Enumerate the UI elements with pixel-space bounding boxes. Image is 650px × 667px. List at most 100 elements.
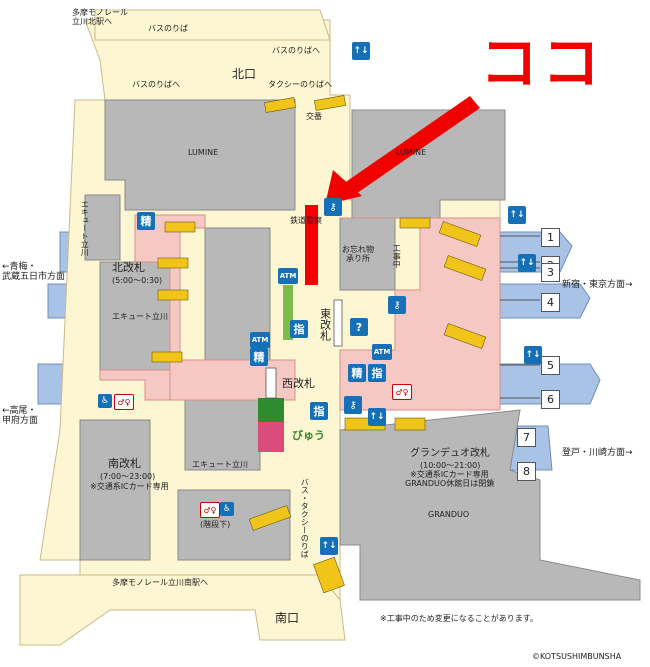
lumine-left-building: [104, 99, 296, 211]
green-shop: [258, 398, 284, 422]
platform-number-5: 5: [541, 356, 560, 375]
here-marker-bar: [305, 205, 318, 285]
ticket-gates: [265, 299, 343, 399]
north-walkway: [94, 9, 331, 41]
north-gate-name: 北改札: [112, 261, 145, 274]
railway-police-label: 鉄道警察: [290, 216, 322, 225]
shitei-icon-2: 指: [368, 364, 386, 382]
south-gate-name: 南改札: [108, 457, 141, 470]
seisan-icon-3: 精: [348, 364, 366, 382]
footer-note: ※工事中のため変更になることがあります。: [380, 614, 538, 623]
escalator-1: [264, 97, 296, 113]
ecute-label-3: エキュート立川: [192, 460, 248, 469]
granduo-gate-hours: (10:00〜21:00): [420, 461, 481, 470]
granduo-label: GRANDUO: [428, 510, 470, 519]
escalators: [151, 95, 487, 594]
here-arrow: [325, 96, 480, 205]
elevator-icon-north: ↑↓: [352, 42, 370, 60]
south-gate-hours: (7:00〜23:00): [100, 472, 156, 481]
granduo-gate-note2: GRANDUO休館日は閉鎖: [405, 479, 495, 488]
direction-shinjuku-label: 新宿・東京方面→: [562, 280, 633, 290]
north-exit-label: 北口: [232, 67, 257, 81]
ecute-label-2: エキュート立川: [112, 312, 168, 321]
west-gate-name: 西改札: [282, 377, 315, 390]
escalator-14: [313, 556, 345, 594]
escalator-13: [248, 505, 292, 531]
footer-copyright: ©KOTSUSHIMBUNSHA: [532, 652, 622, 661]
south-gate-note: ※交通系ICカード専用: [90, 482, 169, 491]
escalator-7: [399, 217, 431, 229]
pink-shop: [258, 422, 284, 452]
platform-number-8: 8: [517, 462, 536, 481]
shitei-icon-3: 指: [310, 402, 328, 420]
locker-key-icon-2: ⚷: [388, 296, 406, 314]
restroom-icon-south: ♂♀: [200, 502, 220, 518]
atm-icon-2: ATM: [250, 332, 270, 348]
elevator-icon-south: ↑↓: [320, 537, 338, 555]
bikkara-brand: びゅう: [292, 429, 325, 442]
lumine-right-label: LUMINE: [396, 148, 427, 157]
restroom-icon-east: ♂♀: [392, 384, 412, 400]
stairs-note-label: (階段下): [200, 520, 231, 529]
accessible-icon-south: ♿: [220, 502, 234, 516]
elevator-icon-concourse: ↑↓: [368, 408, 386, 426]
east-gate-name: 東改札: [318, 308, 332, 341]
construction-label: 工事中: [392, 244, 402, 268]
koban-label: 交番: [306, 112, 322, 121]
escalator-3: [164, 221, 196, 233]
here-arrow-shaft: [340, 96, 480, 198]
restroom-icon-west: ♂♀: [114, 394, 134, 410]
bus-stop-label-1: バスのりば: [148, 24, 188, 33]
escalator-10: [443, 323, 487, 349]
here-callout: ココ: [480, 29, 605, 97]
locker-key-icon-1: ⚷: [324, 198, 342, 216]
west-gate-turnstiles: [265, 367, 277, 399]
info-icon: ?: [350, 318, 368, 336]
elevator-icon-p3: ↑↓: [518, 254, 536, 272]
granduo-building: [339, 409, 641, 601]
platform-number-7: 7: [517, 428, 536, 447]
seisan-icon: 精: [137, 212, 155, 230]
direction-takao-label: ←高尾・ 甲府方面: [2, 406, 39, 427]
granduo-gate-note1: ※交通系ICカード専用: [410, 470, 489, 479]
lost-found-label: お忘れ物 承り所: [342, 245, 374, 264]
platform-number-6: 6: [541, 390, 560, 409]
atm-icon-3: ATM: [372, 344, 392, 360]
escalator-8: [438, 221, 482, 247]
platform-number-3: 3: [541, 263, 560, 282]
ecute-label-1: エキュート立川: [80, 200, 90, 256]
bus-stop-label-3: バスのりばへ: [132, 80, 180, 89]
south-exit-label: 南口: [275, 611, 300, 625]
escalator-9: [443, 255, 487, 281]
north-gate-hours: (5:00〜0:30): [112, 276, 163, 285]
monorail-south-label: 多摩モノレール立川南駅へ: [112, 578, 208, 587]
ecute-left-building: [84, 194, 121, 261]
escalator-2: [314, 95, 346, 111]
escalator-5: [157, 289, 189, 301]
lumine-left-label: LUMINE: [188, 148, 219, 157]
bus-stop-label-2: バスのりばへ: [272, 46, 320, 55]
here-arrow-head: [325, 170, 362, 205]
escalator-4: [157, 257, 189, 269]
east-gate-turnstiles: [333, 299, 343, 347]
ecute-green-strip: [283, 285, 293, 340]
taxi-label: タクシーのりばへ: [268, 80, 332, 89]
platform-number-1: 1: [541, 228, 560, 247]
monorail-north-label: 多摩モノレール 立川北駅へ: [72, 8, 128, 27]
elevator-icon-p5: ↑↓: [524, 346, 542, 364]
locker-key-icon-3: ⚷: [344, 396, 362, 414]
accessible-icon-west: ♿: [98, 394, 112, 408]
escalator-12: [394, 417, 426, 431]
elevator-icon-p1: ↑↓: [508, 206, 526, 224]
atm-icon: ATM: [278, 268, 298, 284]
granduo-gate-name: グランデュオ改札: [410, 448, 490, 459]
south-stairs-block: [177, 489, 291, 561]
south-left-block: [79, 419, 151, 561]
direction-noborito-label: 登戸・川崎方面→: [562, 448, 633, 458]
platform-number-4: 4: [541, 293, 560, 312]
escalator-6: [151, 351, 183, 363]
direction-ome-label: ←青梅・ 武蔵五日市方面: [2, 262, 66, 283]
bus-taxi-south-label: バス・タクシーのりば: [300, 478, 310, 558]
seisan-icon-2: 精: [250, 348, 268, 366]
